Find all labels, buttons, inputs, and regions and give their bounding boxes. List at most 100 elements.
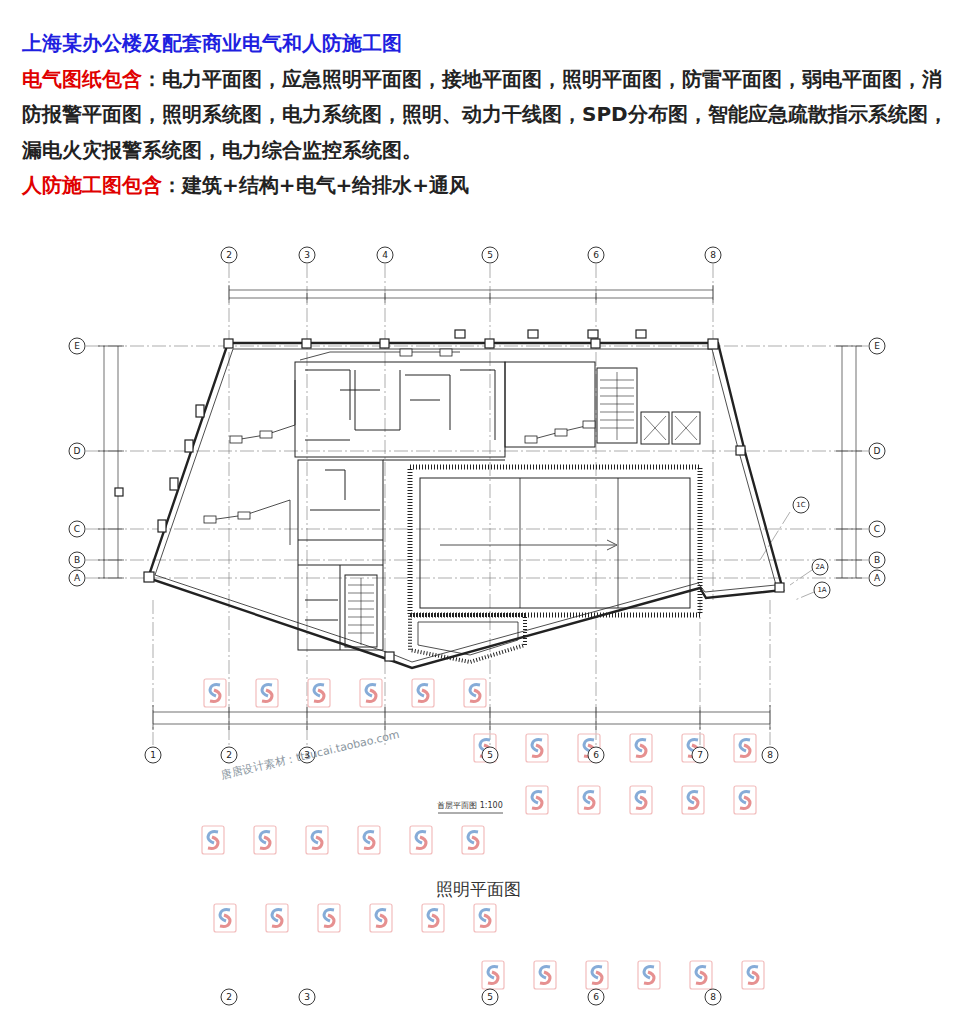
logo-frame (410, 826, 432, 854)
axis-label: 5 (487, 751, 493, 760)
watermark-logo (266, 904, 288, 932)
page-title: 上海某办公楼及配套商业电气和人防施工图 (22, 26, 952, 62)
logo-frame (682, 786, 704, 814)
logo-stroke-red (262, 690, 272, 701)
logo-stroke-red (740, 745, 750, 756)
axis-circle (869, 521, 885, 537)
axis-label: 3 (304, 751, 310, 760)
column (591, 339, 600, 348)
axis-circle (869, 552, 885, 568)
column (115, 488, 123, 496)
watermark-logo (682, 786, 704, 814)
core-rooms (295, 362, 700, 650)
stair-treads (600, 372, 634, 440)
watermark-logo (360, 679, 382, 707)
axis-circle (221, 989, 237, 1005)
atrium (410, 467, 700, 662)
watermark-logo (734, 734, 756, 762)
logo-frame (526, 734, 548, 762)
axis-circle (762, 747, 778, 763)
watermark-logo (526, 734, 548, 762)
axis-label: D (874, 447, 881, 456)
logo-frame (306, 826, 328, 854)
column (158, 520, 166, 532)
axis-circle (482, 747, 498, 763)
logo-frame (526, 786, 548, 814)
axis-circle (812, 559, 828, 575)
header-key: 电气图纸包含 (22, 67, 142, 91)
elevator-cross (644, 416, 697, 440)
logo-frame (482, 961, 504, 989)
logo-stroke-red (376, 915, 386, 926)
axis-label: 1C (796, 502, 805, 509)
watermark-logo (308, 679, 330, 707)
axis-circle (692, 747, 708, 763)
logo-stroke-red (220, 915, 230, 926)
header-body: ：建筑+结构+电气+给排水+通风 (162, 173, 469, 197)
logo-stroke-red (532, 745, 542, 756)
logo-stroke-red (468, 837, 478, 848)
watermark-logo (412, 679, 434, 707)
light-fixture (440, 349, 452, 356)
logo-stroke-red (416, 837, 426, 848)
logo-frame (630, 786, 652, 814)
axis-label: 8 (767, 751, 773, 760)
logo-stroke-red (314, 690, 324, 701)
column (302, 339, 311, 348)
wiring (210, 352, 590, 545)
light-fixture (525, 436, 537, 443)
light-fixture (260, 431, 272, 438)
logo-frame (474, 904, 496, 932)
logo-frame (370, 904, 392, 932)
caption: 照明平面图 (436, 881, 521, 898)
atrium-band (410, 467, 700, 615)
axis-label: 2 (226, 751, 232, 760)
column (196, 405, 204, 417)
watermark-logo (256, 679, 278, 707)
logo-stroke-red (688, 797, 698, 808)
column (528, 330, 538, 338)
axis-label: 8 (710, 251, 716, 260)
axis-label: 6 (593, 251, 599, 260)
axis-label: E (874, 342, 880, 351)
column (708, 339, 718, 349)
logo-frame (578, 786, 600, 814)
watermark-logo (630, 734, 652, 762)
logo-frame (308, 679, 330, 707)
axis-circle (705, 247, 721, 263)
grid-lines (86, 264, 868, 745)
logo-stroke-red (592, 972, 602, 983)
axis-label: 3 (304, 251, 310, 260)
dimension-lines (98, 285, 862, 730)
columns (115, 330, 784, 661)
axis-circle (588, 989, 604, 1005)
logo-stroke-red (488, 972, 498, 983)
logo-stroke-red (696, 972, 706, 983)
logo-stroke-red (748, 972, 758, 983)
atrium-lower (410, 615, 525, 662)
axis-label: 6 (593, 751, 599, 760)
axis-label: E (74, 342, 80, 351)
watermark-logo (734, 786, 756, 814)
axis-label: 2 (226, 993, 232, 1002)
column (775, 583, 784, 592)
axis-circle (221, 747, 237, 763)
column (588, 330, 598, 338)
watermark-logo (318, 904, 340, 932)
logo-stroke-red (364, 837, 374, 848)
header-line: 人防施工图包含：建筑+结构+电气+给排水+通风 (22, 168, 952, 204)
logo-stroke-red (324, 915, 334, 926)
axis-label: C (874, 525, 880, 534)
watermark-logo (214, 904, 236, 932)
watermark-logo (742, 961, 764, 989)
watermark-logo (410, 826, 432, 854)
light-fixture (204, 516, 216, 523)
axis-label: A (874, 574, 880, 583)
watermark-logo (358, 826, 380, 854)
atrium-lower-inner (418, 622, 518, 655)
logo-stroke-red (636, 797, 646, 808)
logo-stroke-red (740, 797, 750, 808)
watermark-logo (586, 961, 608, 989)
logo-frame (412, 679, 434, 707)
watermark-logo (254, 826, 276, 854)
